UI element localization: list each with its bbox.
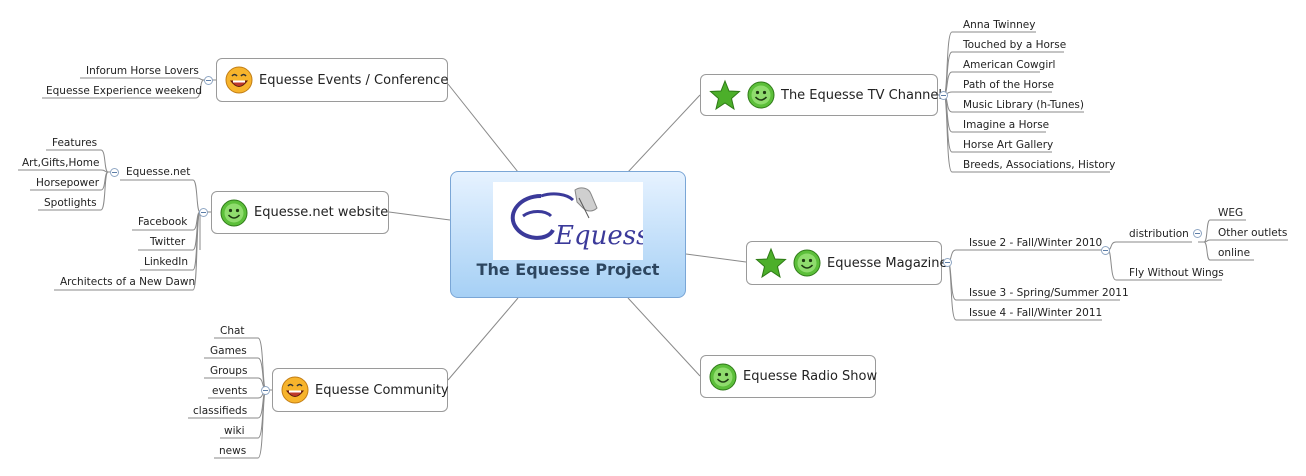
list-item[interactable]: Features xyxy=(52,137,98,149)
subtopic-equesse-net[interactable]: Equesse.net xyxy=(126,166,191,178)
topic-website[interactable]: Equesse.net website xyxy=(211,191,389,234)
list-item[interactable]: Horse Art Gallery xyxy=(963,139,1054,151)
subtopic-issue-4[interactable]: Issue 4 - Fall/Winter 2011 xyxy=(969,307,1103,319)
list-item[interactable]: Spotlights xyxy=(44,197,97,209)
collapse-toggle-icon[interactable] xyxy=(1193,229,1202,238)
list-item[interactable]: Chat xyxy=(220,325,245,337)
topic-community[interactable]: Equesse Community xyxy=(272,368,449,412)
list-item[interactable]: Anna Twinney xyxy=(963,19,1036,31)
connector-magazine xyxy=(685,253,747,263)
smiley-green-icon xyxy=(220,199,248,227)
collapse-toggle-icon[interactable] xyxy=(943,258,952,267)
list-item[interactable]: Art,Gifts,Home xyxy=(22,157,100,169)
list-item[interactable]: American Cowgirl xyxy=(963,59,1056,71)
subtopic-distribution[interactable]: distribution xyxy=(1129,228,1189,240)
list-item[interactable]: Breeds, Associations, History xyxy=(963,159,1116,171)
connector-website xyxy=(388,211,451,221)
list-item[interactable]: Path of the Horse xyxy=(963,79,1054,91)
connector-radio xyxy=(627,297,701,377)
topic-label: Equesse Community xyxy=(315,382,449,398)
collapse-toggle-icon[interactable] xyxy=(261,386,270,395)
list-item[interactable]: LinkedIn xyxy=(144,256,189,268)
collapse-toggle-icon[interactable] xyxy=(204,76,213,85)
list-item[interactable]: Other outlets xyxy=(1218,227,1288,239)
subtopic-issue-2[interactable]: Issue 2 - Fall/Winter 2010 xyxy=(969,237,1103,249)
connector-tv xyxy=(627,94,701,173)
list-item[interactable]: wiki xyxy=(224,425,245,437)
connector-community xyxy=(447,297,519,381)
connector-events xyxy=(447,83,519,173)
topic-tv-channel[interactable]: The Equesse TV Channel xyxy=(700,74,942,116)
list-item[interactable]: Groups xyxy=(210,365,248,377)
subtopic-issue-3[interactable]: Issue 3 - Spring/Summer 2011 xyxy=(969,287,1129,299)
collapse-toggle-icon[interactable] xyxy=(110,168,119,177)
list-item[interactable]: news xyxy=(219,445,247,457)
smiley-green-icon xyxy=(747,81,775,109)
list-item[interactable]: Inforum Horse Lovers xyxy=(86,65,199,77)
smiley-laughing-icon xyxy=(225,66,253,94)
list-item[interactable]: Fly Without Wings xyxy=(1129,267,1224,279)
list-item[interactable]: Equesse Experience weekend xyxy=(46,85,203,97)
collapse-toggle-icon[interactable] xyxy=(1101,246,1110,255)
list-item[interactable]: Touched by a Horse xyxy=(963,39,1067,51)
topic-magazine[interactable]: Equesse Magazine xyxy=(746,241,947,285)
central-title: The Equesse Project xyxy=(476,260,660,279)
smiley-green-icon xyxy=(709,363,737,391)
topic-label: Equesse Magazine xyxy=(827,255,948,271)
list-item[interactable]: Imagine a Horse xyxy=(963,119,1050,131)
central-topic[interactable]: Equesse The Equesse Project xyxy=(450,171,686,298)
star-icon xyxy=(755,247,787,279)
topic-events-conference[interactable]: Equesse Events / Conference xyxy=(216,58,448,102)
topic-label: Equesse Radio Show xyxy=(743,369,878,384)
list-item[interactable]: Facebook xyxy=(138,216,188,228)
collapse-toggle-icon[interactable] xyxy=(939,91,948,100)
topic-label: Equesse.net website xyxy=(254,205,389,220)
topic-radio-show[interactable]: Equesse Radio Show xyxy=(700,355,878,398)
list-item[interactable]: Games xyxy=(210,345,247,357)
topic-label: The Equesse TV Channel xyxy=(781,87,943,103)
list-item[interactable]: Music Library (h-Tunes) xyxy=(963,99,1084,111)
collapse-toggle-icon[interactable] xyxy=(199,208,208,217)
list-item[interactable]: online xyxy=(1218,247,1251,259)
list-item[interactable]: Twitter xyxy=(150,236,186,248)
list-item[interactable]: Architects of a New Dawn xyxy=(60,276,196,288)
equesse-logo: Equesse xyxy=(493,182,665,260)
equesse-logo-icon: Equesse xyxy=(493,182,665,260)
list-item[interactable]: Horsepower xyxy=(36,177,100,189)
smiley-laughing-icon xyxy=(281,376,309,404)
topic-label: Equesse Events / Conference xyxy=(259,72,449,88)
smiley-green-icon xyxy=(793,249,821,277)
list-item[interactable]: WEG xyxy=(1218,207,1244,219)
star-icon xyxy=(709,79,741,111)
equesse-logo-text: Equesse xyxy=(554,221,643,251)
list-item[interactable]: events xyxy=(212,385,248,397)
list-item[interactable]: classifieds xyxy=(193,405,248,417)
